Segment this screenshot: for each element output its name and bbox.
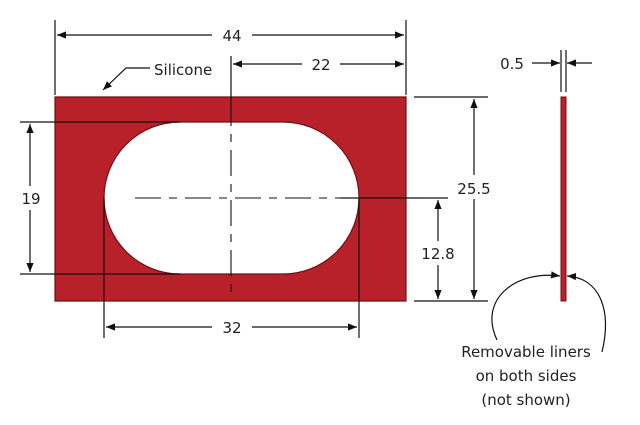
cutout-width-label: 32 xyxy=(222,319,241,337)
note-line-3: (not shown) xyxy=(481,391,570,409)
cutout-height-label: 19 xyxy=(21,190,40,208)
note-line-1: Removable liners xyxy=(461,343,591,361)
side-view-profile xyxy=(560,96,567,302)
center-height-label: 12.8 xyxy=(421,245,454,263)
material-leader xyxy=(102,67,150,91)
note-leader-left xyxy=(491,271,561,341)
overall-width-label: 44 xyxy=(222,27,241,45)
half-width-label: 22 xyxy=(311,56,330,74)
thickness-label: 0.5 xyxy=(500,55,524,73)
overall-height-label: 25.5 xyxy=(457,180,490,198)
note-leader-right xyxy=(566,272,606,353)
gasket-body xyxy=(54,96,407,302)
note-line-2: on both sides xyxy=(476,367,577,385)
material-label: Silicone xyxy=(154,61,212,79)
